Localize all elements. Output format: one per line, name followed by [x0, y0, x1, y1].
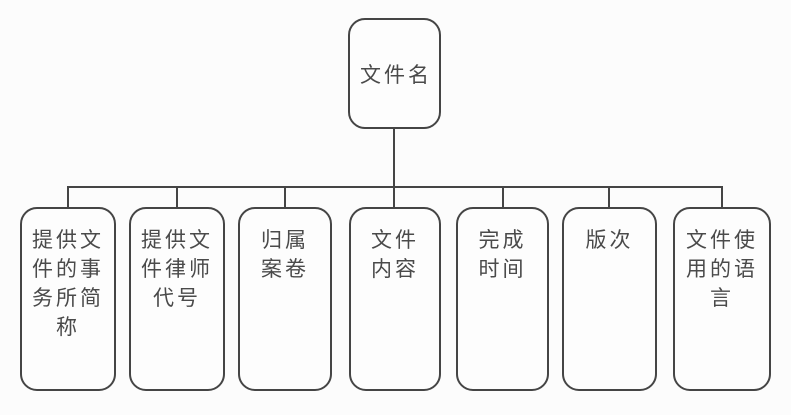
connector-stub-2	[176, 186, 178, 209]
connector-stub-3	[284, 186, 286, 209]
node-document-content: 文件 内容	[349, 207, 441, 391]
connector-stub-7	[721, 186, 723, 209]
node-completion-time: 完成 时间	[456, 207, 549, 391]
connector-stub-1	[67, 186, 69, 209]
node-document-language: 文件使 用的语 言	[673, 207, 771, 391]
connector-stub-6	[608, 186, 610, 209]
connector-stub-5	[502, 186, 504, 209]
node-file-name: 文件名	[348, 18, 441, 129]
node-providing-firm-abbreviation: 提供文 件的事 务所简 称	[20, 207, 116, 391]
connector-horizontal	[67, 186, 723, 188]
node-edition: 版次	[562, 207, 657, 391]
node-providing-lawyer-code: 提供文 件律师 代号	[129, 207, 225, 391]
connector-stub-4	[393, 186, 395, 209]
node-belonging-case-file: 归属 案卷	[238, 207, 332, 391]
connector-root-vertical	[393, 127, 395, 188]
